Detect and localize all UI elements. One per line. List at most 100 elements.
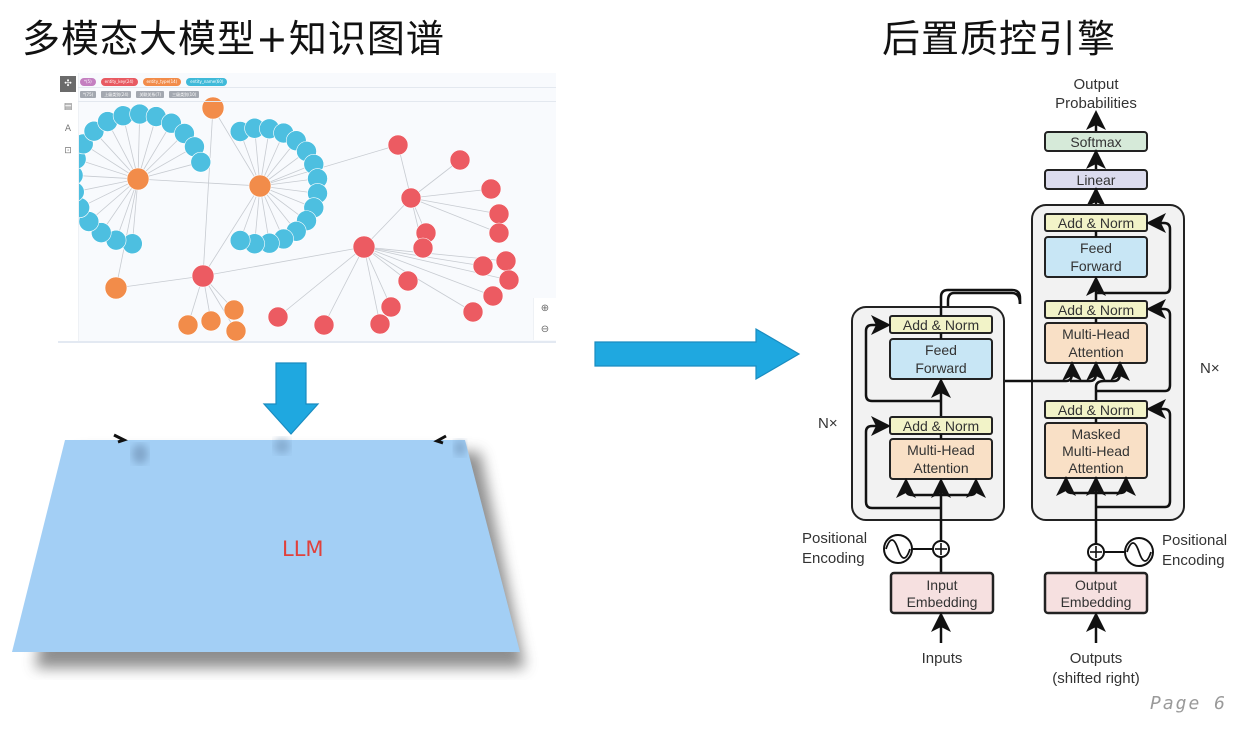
right-arrow-icon	[594, 327, 801, 381]
kg-node[interactable]	[352, 235, 376, 259]
kg-node[interactable]	[248, 174, 272, 198]
kg-toolbar: ✣ ▤ A ⊡	[58, 73, 79, 341]
output-probabilities-label-2: Probabilities	[1055, 95, 1137, 112]
kg-edge	[323, 246, 365, 326]
kg-divider	[78, 101, 556, 102]
kg-node[interactable]	[387, 134, 409, 156]
kg-node[interactable]	[191, 264, 215, 288]
kg-node[interactable]	[200, 310, 222, 332]
kg-node[interactable]	[201, 96, 225, 120]
kg-relation-tag[interactable]: 三级类别(10)	[169, 91, 200, 98]
kg-legend-chip[interactable]: entity_name(60)	[186, 77, 228, 86]
decoder-ff-label-1: Feed	[1080, 240, 1112, 256]
llm-block	[12, 433, 525, 668]
kg-node[interactable]	[380, 296, 402, 318]
pos-enc-right-label-2: Encoding	[1162, 552, 1225, 569]
kg-edge	[410, 159, 461, 199]
kg-node[interactable]	[495, 250, 517, 272]
decoder-nx-label: N×	[1200, 360, 1220, 377]
kg-legend-chip[interactable]: entity_type(14)	[142, 77, 182, 86]
kg-edge	[410, 197, 500, 234]
kg-node[interactable]	[267, 306, 289, 328]
encoder-add-norm-bottom-label: Add & Norm	[903, 418, 979, 434]
kg-edge	[363, 197, 412, 248]
kg-node[interactable]	[412, 237, 434, 259]
pos-enc-right-label-1: Positional	[1162, 532, 1227, 549]
arrow-fragment-icon	[113, 433, 128, 444]
input-emb-label-1: Input	[926, 577, 957, 593]
kg-node[interactable]	[177, 314, 199, 336]
down-arrow-icon	[262, 362, 320, 435]
masked-label-2: Multi-Head	[1062, 443, 1130, 459]
linear-label: Linear	[1077, 172, 1116, 188]
kg-node[interactable]	[498, 269, 520, 291]
kg-node[interactable]	[190, 151, 212, 173]
kg-node[interactable]	[126, 167, 150, 191]
output-emb-label-1: Output	[1075, 577, 1117, 593]
arrow-fragment-icon	[433, 434, 447, 445]
kg-legend-row: *(5) entity_key(24) entity_type(14) entity_…	[80, 76, 228, 87]
output-emb-label-2: Embedding	[1061, 594, 1132, 610]
code-icon[interactable]: ⊡	[64, 146, 72, 156]
kg-edge	[212, 107, 261, 187]
kg-edge	[202, 107, 214, 277]
pos-enc-left-label-2: Encoding	[802, 550, 865, 567]
kg-edge	[137, 178, 261, 187]
softmax-label: Softmax	[1070, 134, 1121, 150]
kg-node[interactable]	[225, 320, 247, 341]
kg-relation-tag[interactable]: 上级类别(24)	[101, 91, 132, 98]
encoder-nx-label: N×	[818, 415, 838, 432]
kg-node[interactable]	[229, 230, 251, 251]
kg-node[interactable]	[482, 285, 504, 307]
knowledge-graph-panel: ✣ ▤ A ⊡ *(5) entity_key(24) entity_type(14…	[58, 73, 556, 343]
kg-relation-tag[interactable]: 关联关系(7)	[136, 91, 165, 98]
encoder-mha-label-1: Multi-Head	[907, 442, 975, 458]
kg-node[interactable]	[488, 203, 510, 225]
output-probabilities-label-1: Output	[1073, 76, 1119, 93]
text-icon[interactable]: A	[64, 124, 72, 134]
outputs-label-1: Outputs	[1070, 650, 1123, 667]
kg-node[interactable]	[400, 187, 422, 209]
encoder-ff-label-2: Forward	[915, 360, 966, 376]
kg-node[interactable]	[397, 270, 419, 292]
masked-label-3: Attention	[1068, 460, 1123, 476]
kg-node[interactable]	[104, 276, 128, 300]
llm-trapezoid	[12, 440, 520, 652]
kg-edge	[410, 188, 492, 199]
zoom-in-icon[interactable]: ⊕	[540, 303, 550, 314]
knowledge-graph-canvas[interactable]	[58, 73, 556, 341]
kg-node[interactable]	[223, 299, 245, 321]
kg-node[interactable]	[449, 149, 471, 171]
table-icon[interactable]: ▤	[63, 102, 73, 112]
kg-node[interactable]	[472, 255, 494, 277]
kg-edge	[410, 197, 500, 215]
kg-relation-tag[interactable]: *(75)	[80, 91, 97, 98]
kg-edge	[115, 178, 139, 289]
encoder-mha-label-2: Attention	[913, 460, 968, 476]
kg-node[interactable]	[488, 222, 510, 244]
kg-node[interactable]	[313, 314, 335, 336]
encoder-ff-label-1: Feed	[925, 342, 957, 358]
decoder-add-norm-top-label: Add & Norm	[1058, 215, 1134, 231]
kg-edge	[363, 246, 494, 297]
pos-enc-left-label-1: Positional	[802, 530, 867, 547]
kg-node[interactable]	[462, 301, 484, 323]
kg-node[interactable]	[369, 313, 391, 335]
kg-edge	[115, 275, 204, 289]
decoder-mha-label-1: Multi-Head	[1062, 326, 1130, 342]
kg-zoom-controls: ⊕ ⊖	[533, 298, 556, 340]
llm-label: LLM	[282, 537, 324, 561]
decoder-mha-label-2: Attention	[1068, 344, 1123, 360]
masked-label-1: Masked	[1071, 426, 1120, 442]
decoder-add-norm-bottom-label: Add & Norm	[1058, 402, 1134, 418]
transformer-architecture-diagram: Output Probabilities Softmax Linear Add …	[802, 76, 1227, 687]
left-section-title: 多模态大模型+知识图谱	[22, 17, 445, 61]
graph-icon[interactable]: ✣	[60, 76, 76, 92]
kg-legend-chip[interactable]: *(5)	[80, 77, 96, 86]
kg-node[interactable]	[480, 178, 502, 200]
zoom-out-icon[interactable]: ⊖	[540, 324, 550, 335]
kg-edge	[259, 144, 399, 187]
encoder-add-norm-top-label: Add & Norm	[903, 317, 979, 333]
kg-legend-chip[interactable]: entity_key(24)	[100, 77, 138, 86]
kg-edge	[277, 246, 365, 318]
